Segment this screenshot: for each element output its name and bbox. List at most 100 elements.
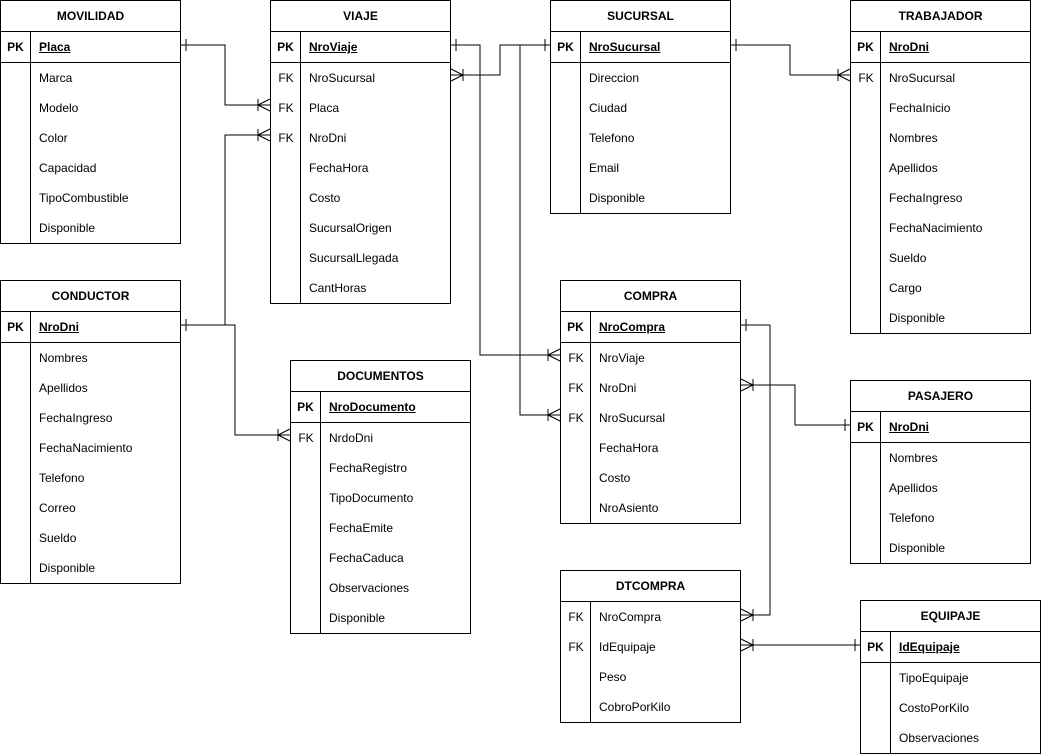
field-row[interactable]: Costo [271, 183, 450, 213]
field-row[interactable]: Disponible [1, 553, 180, 583]
field-row[interactable]: Marca [1, 63, 180, 93]
field-row[interactable]: FechaHora [271, 153, 450, 183]
field-row[interactable]: Nombres [1, 343, 180, 373]
field-name: Nombres [39, 351, 88, 365]
field-name: Costo [599, 471, 631, 485]
key-label: PK [1, 312, 31, 342]
field-name: FechaNacimiento [889, 221, 983, 235]
field-name: NroAsiento [599, 501, 659, 515]
field-row[interactable]: CobroPorKilo [561, 692, 740, 722]
crows-foot-icon [740, 638, 754, 652]
field-row[interactable]: Disponible [1, 213, 180, 243]
field-row[interactable]: Correo [1, 493, 180, 523]
field-row[interactable]: FechaIngreso [851, 183, 1030, 213]
field-row[interactable]: Nombres [851, 123, 1030, 153]
field-row[interactable]: Sueldo [1, 523, 180, 553]
field-row[interactable]: Color [1, 123, 180, 153]
field-row[interactable]: FechaInicio [851, 93, 1030, 123]
field-row[interactable]: Disponible [851, 533, 1030, 563]
field-row[interactable]: TipoDocumento [291, 483, 470, 513]
field-row[interactable]: TipoCombustible [1, 183, 180, 213]
field-row[interactable]: Nombres [851, 443, 1030, 473]
key-label: FK [568, 381, 584, 395]
field-row[interactable]: CantHoras [271, 273, 450, 303]
key-label: PK [561, 312, 591, 342]
field-name: Observaciones [329, 581, 410, 595]
field-row[interactable]: Observaciones [291, 573, 470, 603]
field-name: Apellidos [39, 381, 88, 395]
field-name: FechaInicio [889, 101, 951, 115]
field-row[interactable]: Observaciones [861, 723, 1040, 753]
field-row[interactable]: SucursalOrigen [271, 213, 450, 243]
field-row[interactable]: Apellidos [851, 153, 1030, 183]
field-row[interactable]: Costo [561, 463, 740, 493]
field-row[interactable]: FechaIngreso [1, 403, 180, 433]
field-row[interactable]: FechaNacimiento [1, 433, 180, 463]
field-row[interactable]: Email [551, 153, 730, 183]
field-row[interactable]: FechaEmite [291, 513, 470, 543]
field-row[interactable]: TipoEquipaje [861, 663, 1040, 693]
field-row[interactable]: Sueldo [851, 243, 1030, 273]
field-row[interactable]: NroAsiento [561, 493, 740, 523]
field-name: Modelo [39, 101, 79, 115]
field-row[interactable]: Apellidos [851, 473, 1030, 503]
field-row[interactable]: FechaCaduca [291, 543, 470, 573]
field-row[interactable]: Peso [561, 662, 740, 692]
field-row[interactable]: Telefono [551, 123, 730, 153]
field-row[interactable]: Disponible [851, 303, 1030, 333]
crows-foot-icon [740, 608, 754, 622]
field-row[interactable]: Ciudad [551, 93, 730, 123]
key-label: FK [568, 640, 584, 654]
field-row[interactable]: Modelo [1, 93, 180, 123]
key-label: FK [278, 101, 294, 115]
primary-key-row[interactable]: PK NroCompra [561, 312, 740, 343]
field-name: NroViaje [309, 40, 358, 54]
field-row[interactable]: Direccion [551, 63, 730, 93]
field-row[interactable]: CostoPorKilo [861, 693, 1040, 723]
field-row[interactable]: Disponible [551, 183, 730, 213]
field-row[interactable]: Telefono [851, 503, 1030, 533]
field-row[interactable]: Disponible [291, 603, 470, 633]
link-viaje-compra [451, 44, 560, 356]
field-name: NroCompra [599, 320, 666, 334]
field-name: NroViaje [599, 351, 645, 365]
field-row[interactable]: Capacidad [1, 153, 180, 183]
link-sucursal-viaje [451, 44, 550, 76]
field-row[interactable]: FechaNacimiento [851, 213, 1030, 243]
field-row[interactable]: Cargo [851, 273, 1030, 303]
field-row[interactable]: SucursalLlegada [271, 243, 450, 273]
field-row[interactable]: FechaRegistro [291, 453, 470, 483]
key-column-divider [291, 423, 321, 633]
field-row[interactable]: Apellidos [1, 373, 180, 403]
field-row[interactable]: FechaHora [561, 433, 740, 463]
field-row[interactable]: Telefono [1, 463, 180, 493]
